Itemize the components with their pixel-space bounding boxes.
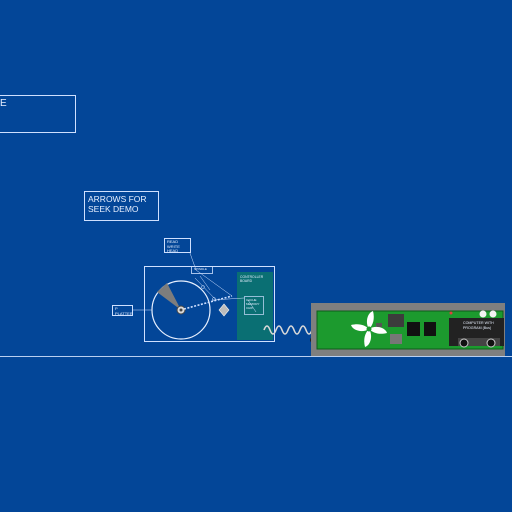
actuator-pivot	[218, 303, 230, 317]
chip-5	[376, 323, 382, 327]
computer-label-line1: COMPUTER WITH	[463, 321, 494, 325]
controller-board	[237, 272, 273, 340]
title-text: E	[0, 98, 7, 109]
spindle-label: SPINDLE	[194, 267, 207, 271]
controller-label-line1: CONTROLLER	[240, 275, 264, 279]
seek-demo-line2: SEEK DEMO	[88, 204, 139, 214]
chip-1	[388, 314, 404, 327]
platter-sector	[157, 283, 181, 310]
floor-line	[0, 356, 512, 357]
cache-label-line2: MEMORY	[246, 302, 260, 306]
rw-label-line1: READ	[167, 239, 179, 244]
computer-label: COMPUTER WITH PROGRAM (Bus)	[463, 321, 494, 330]
led-1	[479, 310, 487, 318]
seek-demo-line1: ARROWS FOR	[88, 194, 147, 204]
cache-label-line1: CACHE	[246, 298, 257, 302]
cache-chip-label: CACHE MEMORY CHIP	[246, 298, 259, 310]
title-box: E	[0, 95, 76, 133]
chip-3	[424, 322, 436, 336]
platter-label: P PLATTER	[112, 305, 133, 316]
rw-label-line2: WRITE	[167, 243, 180, 249]
platter-label-line2: PLATTER	[115, 310, 133, 316]
fan-icon	[351, 311, 387, 347]
actuator-arm	[183, 295, 233, 310]
seek-demo-label[interactable]: ARROWS FOR SEEK DEMO	[84, 191, 159, 221]
controller-label-line2: BOARD	[240, 279, 253, 283]
computer-label-line2: PROGRAM (Bus)	[463, 325, 492, 330]
leader-lines	[133, 252, 257, 313]
controller-board-label: CONTROLLER BOARD	[240, 275, 263, 283]
cache-label-line3: CHIP	[246, 306, 254, 310]
read-write-head-label: READ WRITE HEAD	[164, 238, 191, 253]
cache-chip-box	[244, 296, 264, 315]
chip-4	[390, 334, 402, 344]
platter-label-line1: P	[115, 306, 118, 311]
led-2	[489, 310, 497, 318]
coiled-cable	[263, 325, 313, 335]
chip-2	[407, 322, 420, 336]
rw-label-line3: HEAD	[167, 248, 179, 254]
spindle-label-box	[191, 266, 213, 274]
